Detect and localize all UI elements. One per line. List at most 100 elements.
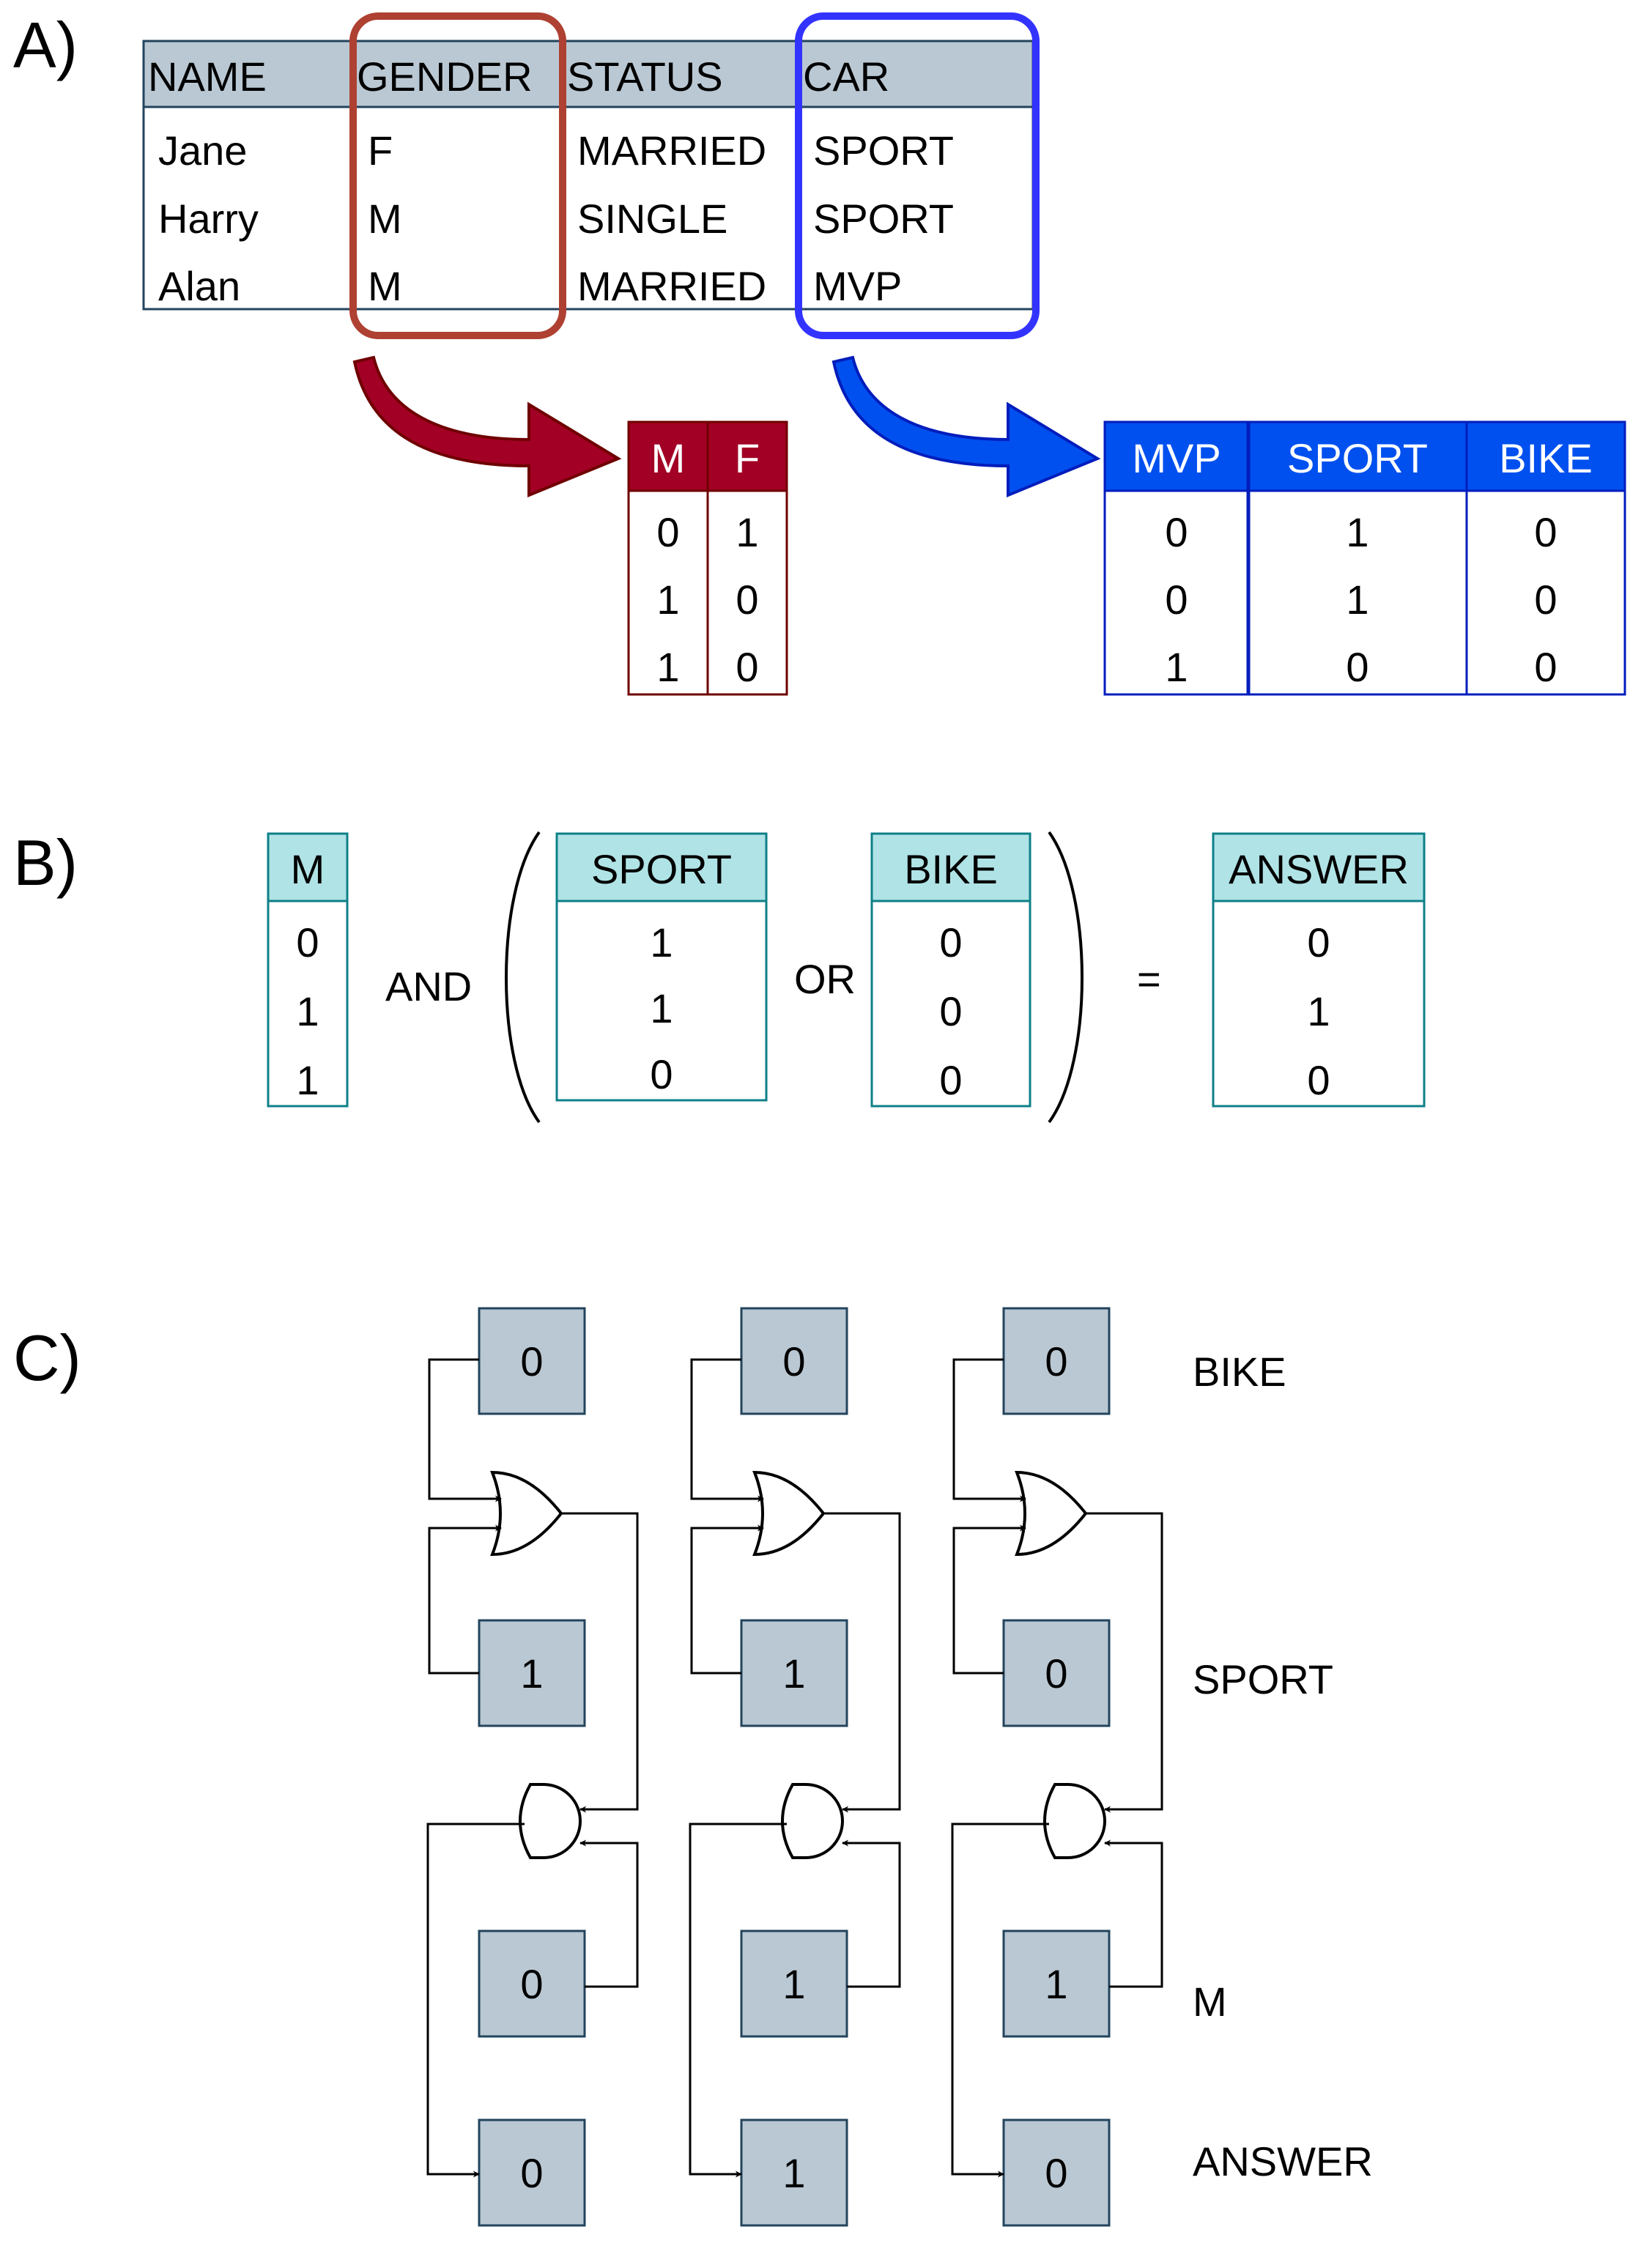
car-cell: 1 [1346, 509, 1368, 555]
header-status: STATUS [567, 53, 723, 100]
answer-value: 1 [1307, 988, 1330, 1034]
m-bit-box [1002, 1929, 1111, 2038]
sport-bit-box [478, 1619, 586, 1727]
equals-sign: = [1137, 956, 1161, 1002]
header-gender: GENDER [357, 53, 533, 100]
cell-name: Alan [158, 263, 240, 309]
car-cell: 0 [1534, 644, 1557, 690]
gender-cell: 1 [656, 577, 679, 623]
cell-name: Jane [158, 127, 247, 174]
cell-status: MARRIED [577, 263, 766, 309]
answer-column-table: ANSWER 0 1 0 [1212, 832, 1426, 1108]
section-label-b: B) [13, 826, 78, 899]
circuit-column: 0 1 0 0 [426, 1307, 639, 2227]
bike-value: 0 [939, 1057, 962, 1103]
sport-value: 1 [650, 985, 673, 1031]
car-column-highlight [795, 12, 1040, 339]
bike-bit-value: 0 [520, 1338, 543, 1384]
or-gate [490, 1470, 563, 1557]
circuit-column: 0 0 1 0 [951, 1307, 1163, 2227]
cell-car: MVP [813, 263, 902, 309]
bike-column-table: BIKE 0 0 0 [870, 832, 1031, 1108]
car-cell: 0 [1165, 577, 1188, 623]
bike-header: BIKE [904, 846, 998, 892]
and-gate [781, 1783, 844, 1859]
wire-sport-to-or [952, 1524, 1026, 1675]
wire-m-to-and [579, 1839, 639, 1988]
answer-bit-value: 0 [520, 2150, 543, 2196]
gender-header-m: M [651, 435, 686, 481]
gender-header-f: F [735, 435, 760, 481]
customer-table: NAME GENDER STATUS CAR Jane F MARRIED SP… [142, 40, 1034, 311]
cell-gender: M [368, 196, 402, 242]
or-operator: OR [794, 956, 856, 1002]
bike-bit-box [1002, 1307, 1111, 1415]
gender-cell: 1 [656, 644, 679, 690]
car-header-mvp: MVP [1132, 435, 1221, 481]
car-cell: 1 [1165, 644, 1188, 690]
m-value: 1 [296, 1057, 319, 1103]
wire-bike-to-or [952, 1358, 1026, 1502]
wire-m-to-and [842, 1839, 901, 1988]
section-label-a: A) [13, 9, 78, 81]
car-header-bike: BIKE [1499, 435, 1593, 481]
m-bit-box [478, 1929, 586, 2038]
wire-or-to-and [1086, 1512, 1163, 1813]
wire-bike-to-or [690, 1358, 764, 1502]
sport-value: 0 [650, 1051, 673, 1097]
answer-bit-value: 0 [1045, 2150, 1067, 2196]
gender-cell: 0 [736, 644, 758, 690]
cell-name: Harry [158, 196, 259, 242]
gender-encoding-arrow [352, 355, 622, 497]
sport-value: 1 [650, 919, 673, 965]
answer-bit-box [740, 2118, 848, 2227]
car-cell: 0 [1534, 509, 1557, 555]
and-operator: AND [385, 963, 472, 1009]
or-gate [1015, 1470, 1088, 1557]
car-encoding-arrow [831, 355, 1101, 497]
cell-status: MARRIED [577, 127, 766, 174]
wire-m-to-and [1104, 1839, 1163, 1988]
bike-bit-value: 0 [1045, 1338, 1067, 1384]
header-car: CAR [803, 53, 889, 100]
gender-cell: 1 [736, 509, 758, 555]
row-label-sport: SPORT [1193, 1656, 1333, 1702]
bike-bit-box [478, 1307, 586, 1415]
cell-gender: M [368, 263, 402, 309]
sport-column-table: SPORT 1 1 0 [555, 832, 768, 1102]
m-bit-box [740, 1929, 848, 2038]
gender-column-highlight [349, 12, 566, 339]
car-cell: 0 [1346, 644, 1368, 690]
sport-bit-value: 0 [1045, 1650, 1067, 1697]
wire-bike-to-or [428, 1358, 502, 1502]
answer-bit-value: 1 [782, 2150, 805, 2196]
wire-or-to-and [823, 1512, 901, 1813]
cell-car: SPORT [813, 196, 954, 242]
bike-value: 0 [939, 919, 962, 965]
wire-sport-to-or [428, 1524, 502, 1675]
gender-cell: 0 [736, 577, 758, 623]
answer-value: 0 [1307, 1057, 1330, 1103]
header-name: NAME [148, 53, 267, 100]
bike-bit-box [740, 1307, 848, 1415]
m-column-table: M 0 1 1 [267, 832, 349, 1108]
car-header-sport: SPORT [1287, 435, 1428, 481]
car-cell: 1 [1346, 577, 1368, 623]
wire-or-to-and [561, 1512, 639, 1813]
cell-car: SPORT [813, 127, 954, 174]
right-parenthesis [1048, 831, 1084, 1124]
m-value: 0 [296, 919, 319, 965]
car-onehot-table: MVP SPORT BIKE 0 1 0 0 1 0 1 0 0 [1103, 420, 1626, 696]
m-bit-value: 1 [1045, 1961, 1067, 2007]
wire-and-to-answer [426, 1823, 525, 2178]
sport-bit-value: 1 [782, 1650, 805, 1697]
bike-bit-value: 0 [782, 1338, 805, 1384]
car-cell: 0 [1534, 577, 1557, 623]
and-gate [1043, 1783, 1106, 1859]
answer-value: 0 [1307, 919, 1330, 965]
row-label-answer: ANSWER [1193, 2138, 1373, 2184]
car-cell: 0 [1165, 509, 1188, 555]
circuit-column: 0 1 1 1 [689, 1307, 901, 2227]
row-label-bike: BIKE [1193, 1349, 1286, 1395]
